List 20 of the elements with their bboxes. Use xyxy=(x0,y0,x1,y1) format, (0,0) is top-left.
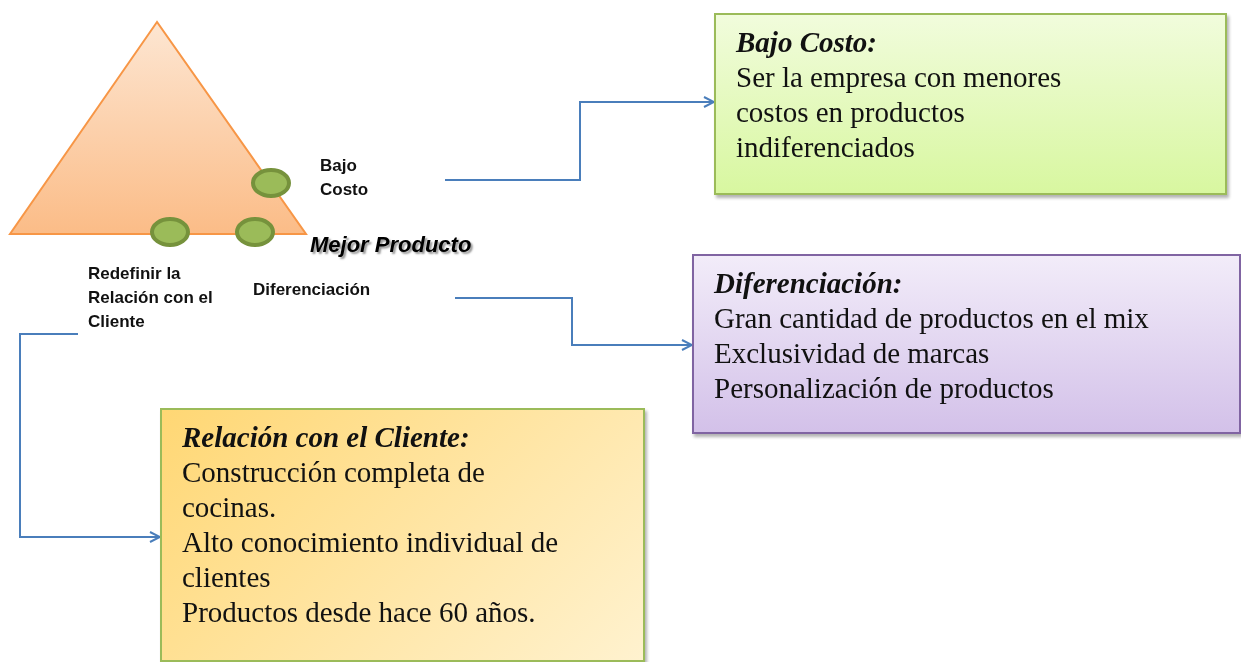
node-label: Redefinir la Relación con el Cliente xyxy=(88,263,213,333)
strategy-card xyxy=(692,254,1241,434)
strategy-card xyxy=(160,408,645,662)
card-heading: Diferenciación: xyxy=(714,266,904,301)
strategy-card xyxy=(714,13,1227,195)
connector-arrow xyxy=(454,297,693,351)
card-text: Personalización de productos xyxy=(714,371,1055,406)
card-text: Exclusividad de marcas xyxy=(714,336,991,371)
card-text: Gran cantidad de productos en el mix xyxy=(714,301,1150,336)
pyramid-caption: Mejor Producto xyxy=(310,232,472,258)
connector-arrow xyxy=(19,333,161,543)
connector-arrow xyxy=(444,96,715,181)
card-text: Productos desde hace 60 años. xyxy=(182,595,537,630)
node-label: Bajo Costo xyxy=(320,155,370,201)
card-heading: Relación con el Cliente: xyxy=(182,420,471,455)
card-text: Ser la empresa con menores costos en productos indiferenciados xyxy=(736,60,1063,165)
card-text: Construcción completa de cocinas. xyxy=(182,455,486,525)
node-label: Diferenciación xyxy=(253,279,372,301)
card-text: Alto conocimiento individual de clientes xyxy=(182,525,560,595)
card-heading: Bajo Costo: xyxy=(736,25,878,60)
